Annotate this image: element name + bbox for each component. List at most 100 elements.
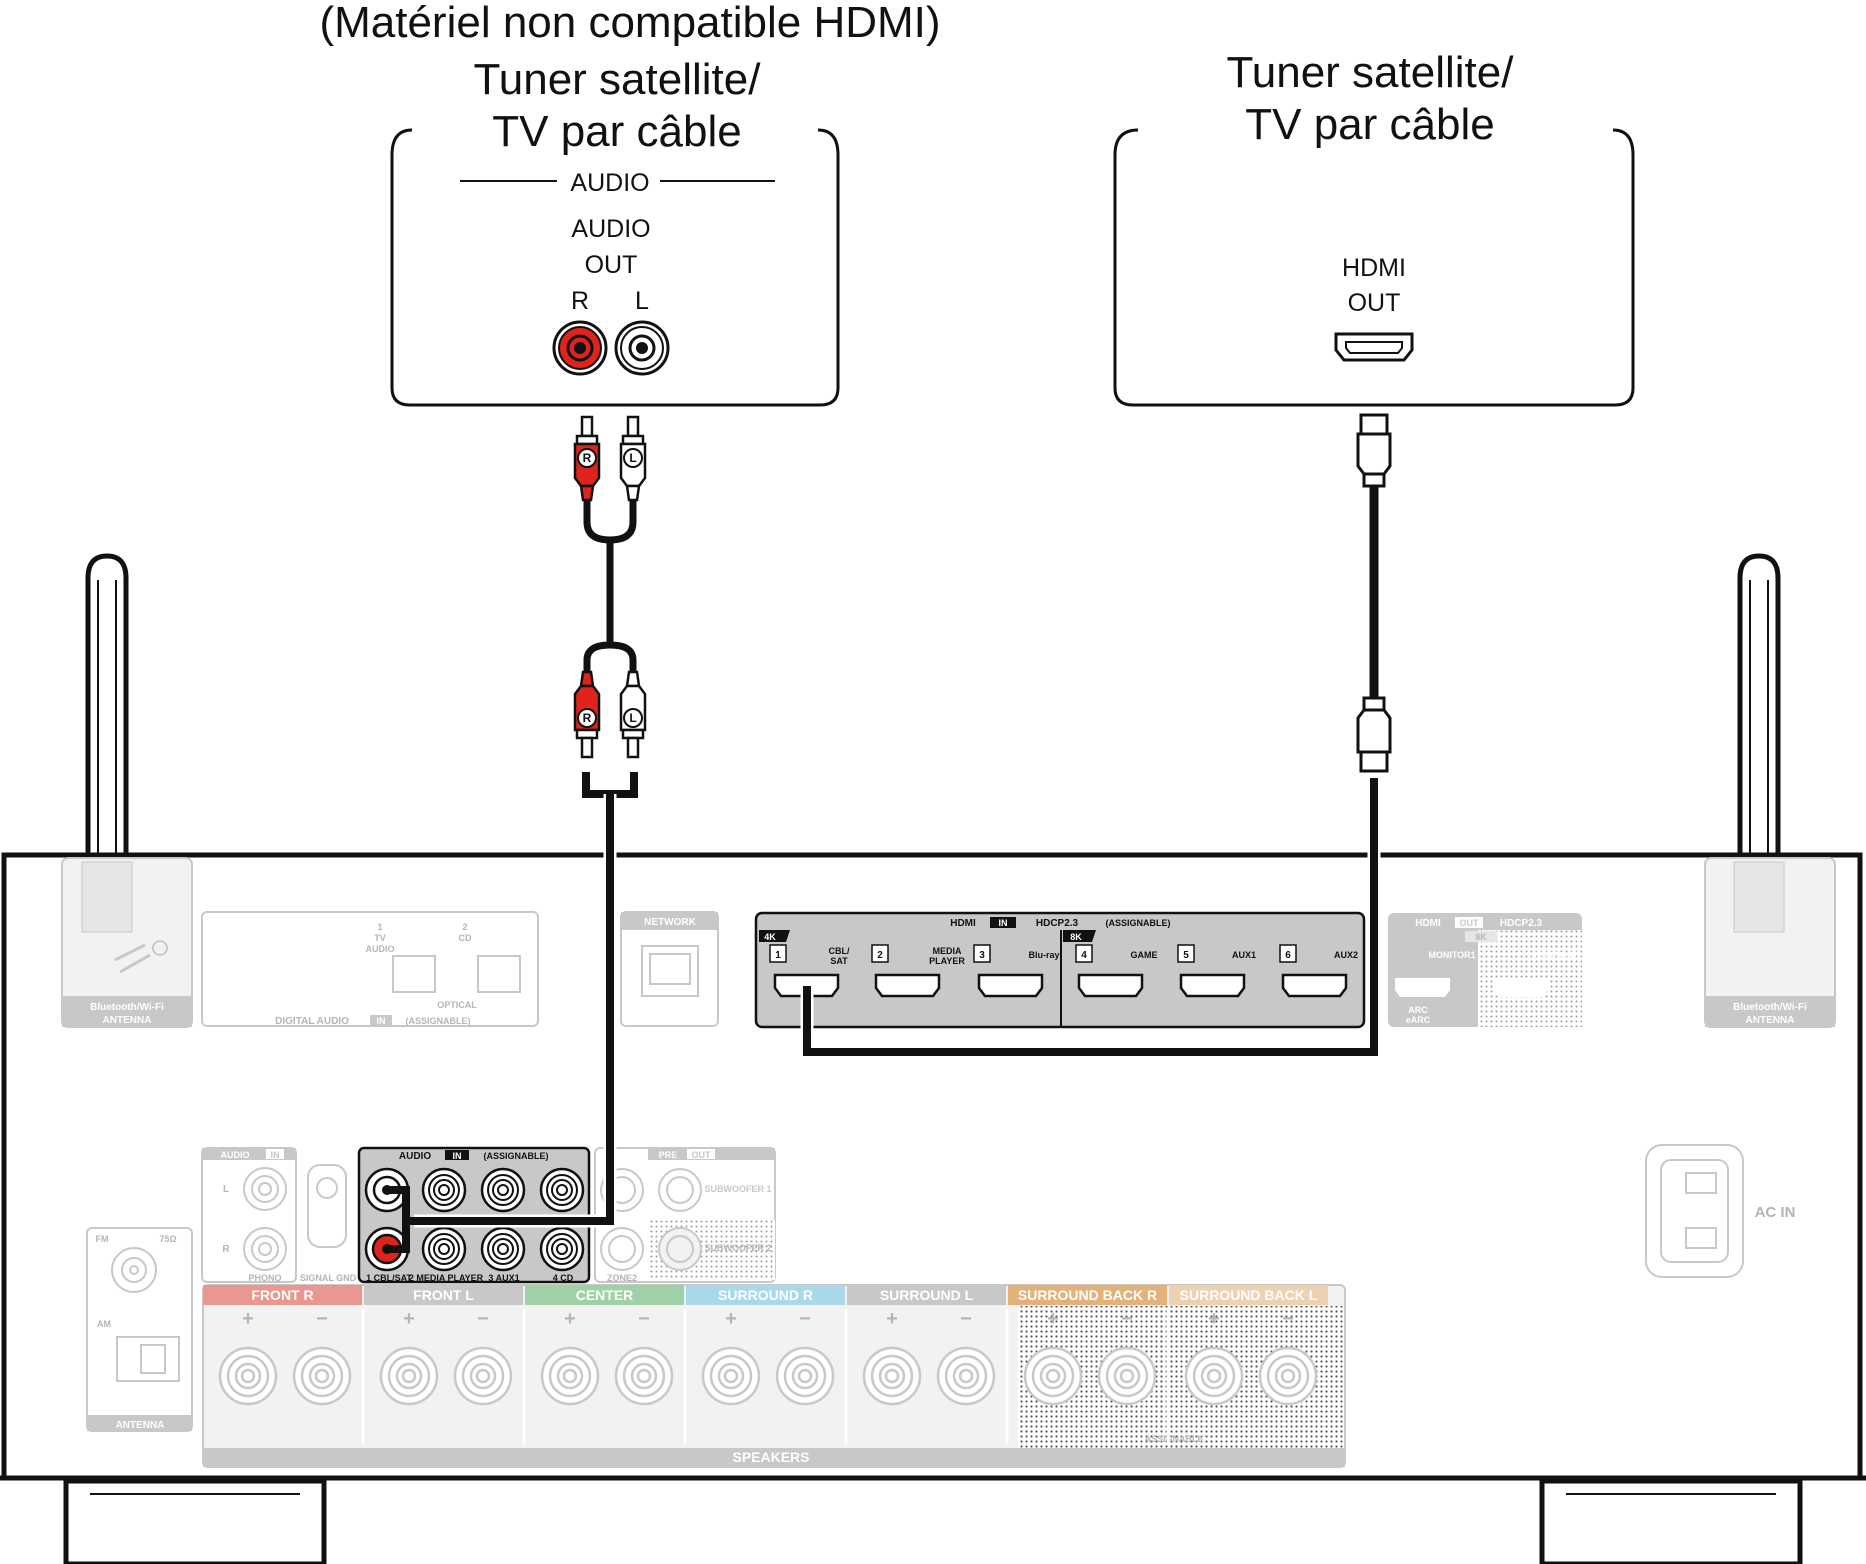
- digital-audio-label: DIGITAL AUDIO: [275, 1016, 349, 1027]
- svg-text:(ASSIGNABLE): (ASSIGNABLE): [406, 1016, 471, 1026]
- hdmi-port-icon: [1334, 332, 1414, 362]
- svg-text:(ASSIGNABLE): (ASSIGNABLE): [1106, 918, 1171, 928]
- svg-text:IN: IN: [271, 1150, 280, 1160]
- plus-sign: +: [1208, 1308, 1220, 1330]
- speaker-terminal-ring: [622, 1354, 666, 1398]
- speaker-terminal-ring: [717, 1362, 745, 1390]
- speaker-terminal-ring: [1113, 1362, 1141, 1390]
- svg-text:IN: IN: [377, 1016, 386, 1026]
- speaker-terminal-ring: [944, 1354, 988, 1398]
- svg-text:AUDIO: AUDIO: [399, 1151, 431, 1162]
- svg-text:AUDIO: AUDIO: [366, 944, 395, 954]
- speaker-group-header: [1008, 1285, 1167, 1305]
- bt-antenna-label-2: ANTENNA: [1746, 1015, 1795, 1026]
- bt-antenna-connector-left: Bluetooth/Wi-Fi ANTENNA: [61, 857, 193, 1028]
- speaker-terminal-ring: [475, 1368, 491, 1384]
- minus-sign: −: [799, 1308, 811, 1330]
- speaker-terminal-ring: [791, 1362, 819, 1390]
- svg-text:PLAYER: PLAYER: [929, 956, 965, 966]
- minus-sign: −: [638, 1308, 650, 1330]
- speaker-group-label: FRONT L: [413, 1287, 474, 1303]
- svg-text:R: R: [222, 1244, 230, 1255]
- svg-text:MONITOR2: MONITOR2: [1531, 950, 1578, 960]
- svg-text:MONITOR1: MONITOR1: [1428, 950, 1475, 960]
- hdmi-in-port-4[interactable]: [1077, 973, 1144, 998]
- speaker-group: FRONT L+−: [361, 1285, 523, 1445]
- speaker-terminal-ring: [1031, 1354, 1075, 1398]
- speaker-terminal-ring: [797, 1368, 813, 1384]
- plus-sign: +: [564, 1308, 576, 1330]
- rca-jack-pair-icon: [552, 320, 670, 376]
- svg-text:AM: AM: [97, 1319, 111, 1329]
- antenna-right: [1737, 553, 1781, 870]
- svg-text:CD: CD: [459, 933, 472, 943]
- speaker-group-header: [847, 1285, 1006, 1305]
- speaker-terminal-ring: [958, 1368, 974, 1384]
- svg-text:8K: 8K: [1475, 932, 1487, 942]
- minus-sign: −: [477, 1308, 489, 1330]
- device-title-line2: TV par câble: [492, 107, 741, 156]
- hdmi-cable: [800, 413, 1392, 1059]
- foot-right: [1539, 1478, 1803, 1564]
- speaker-terminal-ring: [870, 1354, 914, 1398]
- speaker-terminal-ring: [401, 1368, 417, 1384]
- hdmi-in-panel: HDMI IN HDCP2.3 (ASSIGNABLE) 4K 8K 1 CBL…: [754, 911, 1366, 1029]
- svg-text:AUDIO: AUDIO: [221, 1150, 250, 1160]
- svg-text:SUBWOOFER 1: SUBWOOFER 1: [704, 1184, 771, 1194]
- speaker-terminal-ring: [226, 1354, 270, 1398]
- svg-text:HDCP2.3: HDCP2.3: [1036, 918, 1079, 929]
- svg-text:6: 6: [1285, 950, 1291, 961]
- section-label: AUDIO: [570, 169, 649, 197]
- speaker-terminal-ring: [630, 1362, 658, 1390]
- hdmi-in-port-3[interactable]: [977, 973, 1044, 998]
- speaker-group: CENTER+ −: [522, 1285, 684, 1445]
- speaker-terminal-ring: [1200, 1362, 1228, 1390]
- speaker-group-header: [1169, 1285, 1328, 1305]
- digital-audio-in-panel: 1 TV AUDIO 2 CD OPTICAL DIGITAL AUDIO IN…: [201, 911, 539, 1027]
- port-label-2: OUT: [585, 251, 638, 279]
- speaker-terminal-ring: [387, 1354, 431, 1398]
- speaker-terminal-ring: [548, 1354, 592, 1398]
- speaker-terminal-ring: [314, 1368, 330, 1384]
- plus-sign: +: [886, 1308, 898, 1330]
- rca-plugs-top: R L: [573, 415, 647, 502]
- speaker-terminal-ring: [884, 1368, 900, 1384]
- speaker-terminal-ring: [1045, 1368, 1061, 1384]
- speaker-terminal-ring: [1280, 1368, 1296, 1384]
- plus-sign: +: [1047, 1308, 1059, 1330]
- hdmi-in-port-6[interactable]: [1281, 973, 1348, 998]
- optical-port-2: [477, 955, 521, 993]
- r-label: R: [571, 287, 589, 315]
- speaker-group-label: CENTER: [576, 1287, 634, 1303]
- speaker-group-label: SURROUND L: [880, 1287, 974, 1303]
- svg-text:PRE: PRE: [659, 1150, 678, 1160]
- svg-text:R: R: [583, 451, 592, 465]
- svg-text:8K: 8K: [1070, 932, 1082, 942]
- speaker-terminal-ring: [300, 1354, 344, 1398]
- speaker-terminal-ring: [783, 1354, 827, 1398]
- svg-text:AUX2: AUX2: [1334, 950, 1358, 960]
- speaker-terminal-ring: [1266, 1354, 1310, 1398]
- svg-text:SPEAKERS: SPEAKERS: [732, 1449, 809, 1465]
- speaker-group-header: [203, 1285, 362, 1305]
- speaker-terminal-ring: [723, 1368, 739, 1384]
- hdmi-in-port-1[interactable]: [773, 973, 840, 998]
- device-title-line2: TV par câble: [1245, 100, 1494, 149]
- svg-text:2: 2: [877, 950, 883, 961]
- speaker-terminal-ring: [234, 1362, 262, 1390]
- hdmi-in-port-5[interactable]: [1179, 973, 1246, 998]
- speaker-group-label: FRONT R: [251, 1287, 313, 1303]
- speaker-terminal-ring: [1274, 1362, 1302, 1390]
- svg-text:AUX1: AUX1: [1232, 950, 1256, 960]
- speaker-terminal-ring: [1119, 1368, 1135, 1384]
- svg-text:L: L: [629, 451, 636, 465]
- speaker-group-header: [525, 1285, 684, 1305]
- hdmi-in-port-2[interactable]: [874, 973, 941, 998]
- svg-text:IN: IN: [999, 918, 1008, 928]
- svg-text:2: 2: [462, 922, 467, 932]
- svg-text:4: 4: [1081, 950, 1087, 961]
- speaker-group-header: [686, 1285, 845, 1305]
- svg-text:TV: TV: [374, 933, 386, 943]
- svg-text:ASSIGNABLE: ASSIGNABLE: [1144, 1434, 1203, 1444]
- svg-text:3 AUX1: 3 AUX1: [488, 1273, 519, 1283]
